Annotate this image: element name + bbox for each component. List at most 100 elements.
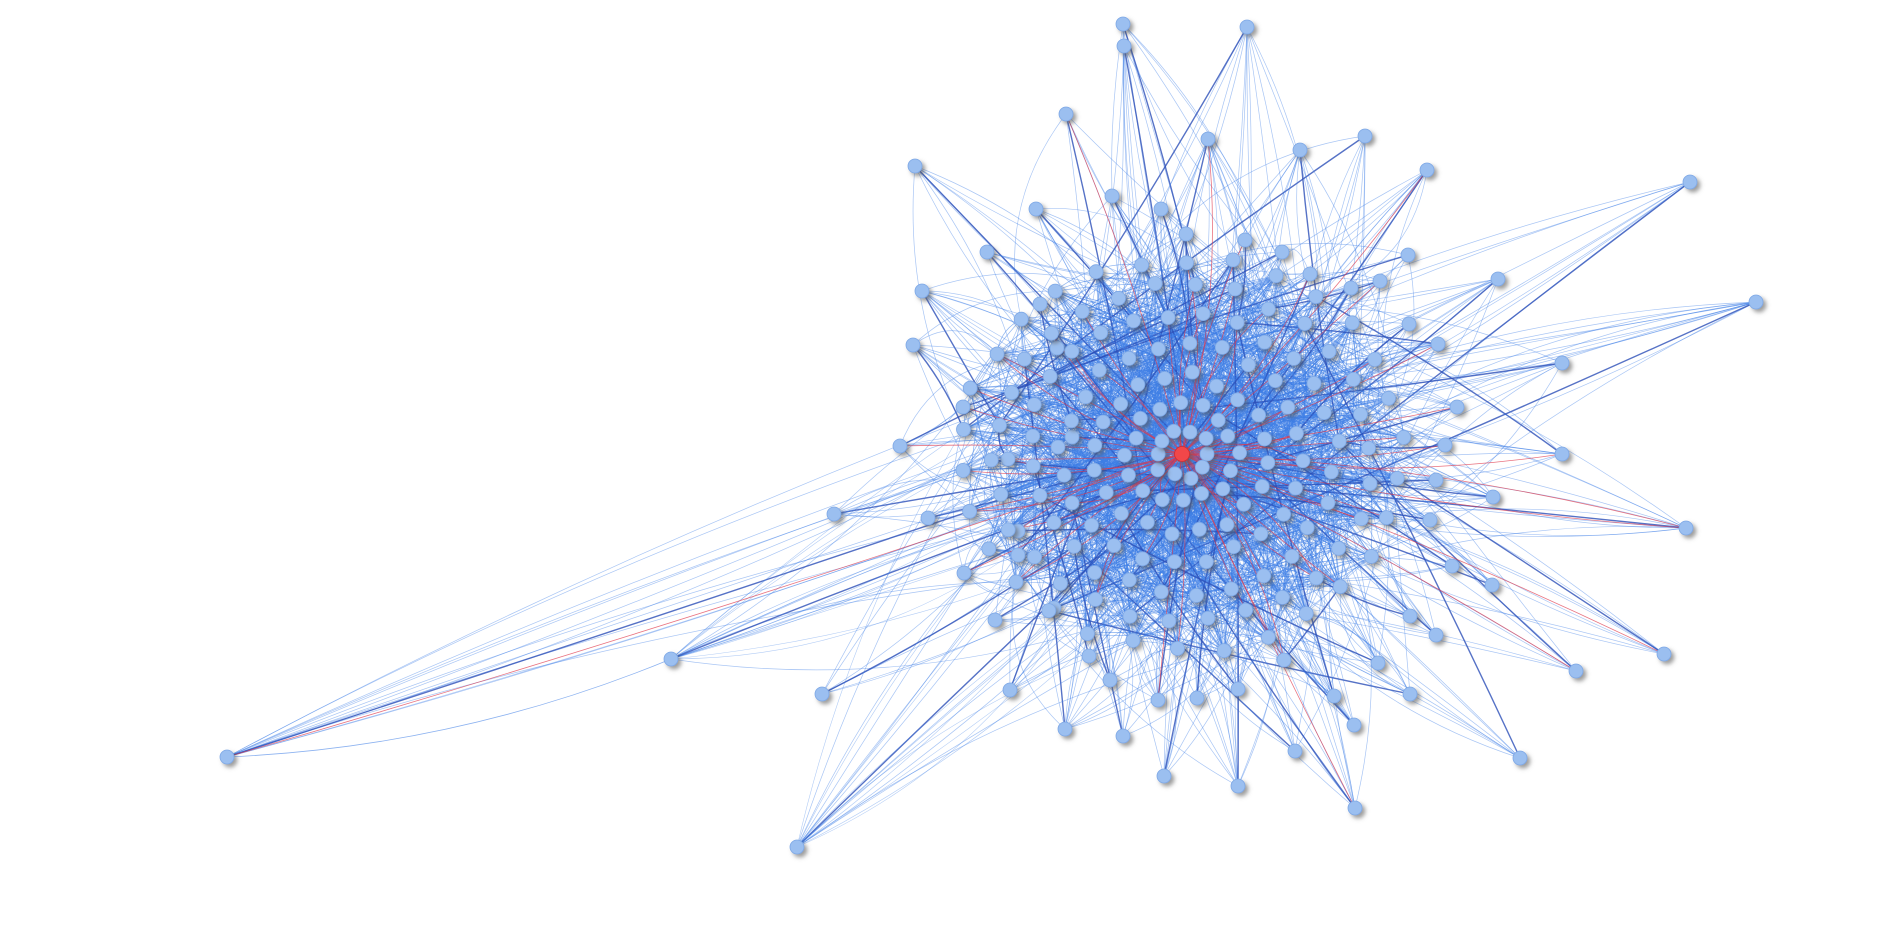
graph-node[interactable] xyxy=(1150,341,1166,357)
graph-node[interactable] xyxy=(1345,371,1361,387)
graph-node[interactable] xyxy=(1027,549,1042,565)
graph-node[interactable] xyxy=(1276,506,1291,522)
graph-node[interactable] xyxy=(1367,351,1383,367)
graph-node[interactable] xyxy=(1372,273,1388,289)
graph-node[interactable] xyxy=(1182,424,1198,440)
graph-node[interactable] xyxy=(1056,467,1072,483)
graph-node[interactable] xyxy=(1449,399,1465,415)
graph-node[interactable] xyxy=(1219,517,1235,532)
graph-node[interactable] xyxy=(1194,486,1209,501)
graph-node[interactable] xyxy=(1102,672,1118,688)
graph-node[interactable] xyxy=(1239,19,1255,35)
graph-node[interactable] xyxy=(1166,423,1182,439)
graph-node[interactable] xyxy=(1295,453,1311,469)
graph-node[interactable] xyxy=(1049,340,1065,356)
graph-node[interactable] xyxy=(920,510,936,526)
graph-node[interactable] xyxy=(1363,549,1379,564)
graph-node[interactable] xyxy=(1064,343,1080,359)
graph-node[interactable] xyxy=(1253,526,1269,542)
graph-node[interactable] xyxy=(1088,264,1104,280)
graph-node[interactable] xyxy=(1161,613,1177,629)
graph-node[interactable] xyxy=(992,417,1007,433)
graph-node[interactable] xyxy=(1182,335,1198,351)
graph-node[interactable] xyxy=(1389,470,1405,486)
graph-node[interactable] xyxy=(1257,334,1272,350)
graph-node[interactable] xyxy=(1223,581,1239,597)
graph-node[interactable] xyxy=(1117,447,1132,463)
graph-node[interactable] xyxy=(1170,641,1185,656)
graph-node[interactable] xyxy=(907,158,923,174)
graph-node[interactable] xyxy=(219,749,235,765)
graph-node[interactable] xyxy=(1326,688,1342,704)
hub-node[interactable] xyxy=(1174,446,1190,462)
graph-node[interactable] xyxy=(1288,480,1303,496)
graph-node[interactable] xyxy=(1111,290,1126,306)
graph-node[interactable] xyxy=(905,337,921,353)
graph-node[interactable] xyxy=(892,438,908,454)
graph-node[interactable] xyxy=(1198,430,1214,446)
graph-node[interactable] xyxy=(1064,413,1079,429)
graph-node[interactable] xyxy=(1321,343,1337,359)
graph-node[interactable] xyxy=(1199,446,1215,462)
graph-node[interactable] xyxy=(1230,392,1245,408)
graph-node[interactable] xyxy=(1167,554,1182,570)
graph-node[interactable] xyxy=(1121,467,1136,483)
graph-node[interactable] xyxy=(1230,778,1246,794)
graph-node[interactable] xyxy=(1227,281,1243,297)
graph-node[interactable] xyxy=(1050,439,1066,455)
graph-node[interactable] xyxy=(1485,489,1501,505)
graph-node[interactable] xyxy=(1402,686,1418,702)
graph-node[interactable] xyxy=(1095,414,1111,430)
graph-node[interactable] xyxy=(1010,547,1026,563)
graph-node[interactable] xyxy=(1308,570,1324,586)
graph-node[interactable] xyxy=(1113,506,1129,521)
graph-node[interactable] xyxy=(1422,512,1438,528)
graph-node[interactable] xyxy=(1357,128,1373,144)
graph-node[interactable] xyxy=(1134,257,1149,273)
graph-node[interactable] xyxy=(1042,368,1058,384)
graph-node[interactable] xyxy=(1280,399,1296,415)
graph-node[interactable] xyxy=(1093,325,1108,341)
graph-node[interactable] xyxy=(1153,201,1169,217)
graph-node[interactable] xyxy=(1086,462,1102,478)
graph-node[interactable] xyxy=(1370,655,1386,671)
graph-node[interactable] xyxy=(1419,162,1435,178)
graph-node[interactable] xyxy=(1332,579,1348,594)
graph-node[interactable] xyxy=(1084,517,1099,533)
graph-node[interactable] xyxy=(1260,455,1276,471)
graph-node[interactable] xyxy=(1237,232,1253,248)
graph-node[interactable] xyxy=(1091,362,1107,378)
graph-node[interactable] xyxy=(1362,476,1378,492)
graph-node[interactable] xyxy=(1297,316,1313,331)
graph-node[interactable] xyxy=(1044,325,1059,341)
graph-node[interactable] xyxy=(1396,429,1411,445)
graph-node[interactable] xyxy=(1275,590,1290,605)
graph-node[interactable] xyxy=(1150,692,1166,708)
graph-node[interactable] xyxy=(1402,608,1418,624)
graph-node[interactable] xyxy=(1200,610,1216,626)
graph-node[interactable] xyxy=(1028,201,1044,217)
graph-node[interactable] xyxy=(1126,313,1141,329)
graph-node[interactable] xyxy=(1139,514,1155,530)
graph-node[interactable] xyxy=(1026,397,1042,413)
graph-node[interactable] xyxy=(955,462,971,478)
graph-node[interactable] xyxy=(1331,433,1347,449)
graph-node[interactable] xyxy=(1323,464,1339,480)
graph-node[interactable] xyxy=(1160,310,1176,325)
graph-node[interactable] xyxy=(1121,572,1137,588)
graph-node[interactable] xyxy=(1187,277,1203,292)
graph-node[interactable] xyxy=(1286,350,1302,366)
graph-node[interactable] xyxy=(1320,495,1336,511)
graph-node[interactable] xyxy=(1004,385,1019,401)
graph-node[interactable] xyxy=(1437,437,1453,453)
graph-node[interactable] xyxy=(1191,521,1207,537)
graph-node[interactable] xyxy=(1130,377,1146,393)
graph-node[interactable] xyxy=(1682,174,1698,190)
graph-node[interactable] xyxy=(1223,463,1238,479)
graph-node[interactable] xyxy=(1232,445,1247,461)
graph-node[interactable] xyxy=(1430,336,1446,352)
graph-node[interactable] xyxy=(1154,492,1170,508)
graph-node[interactable] xyxy=(1251,407,1266,423)
graph-node[interactable] xyxy=(1353,511,1369,527)
graph-node[interactable] xyxy=(1220,428,1235,444)
